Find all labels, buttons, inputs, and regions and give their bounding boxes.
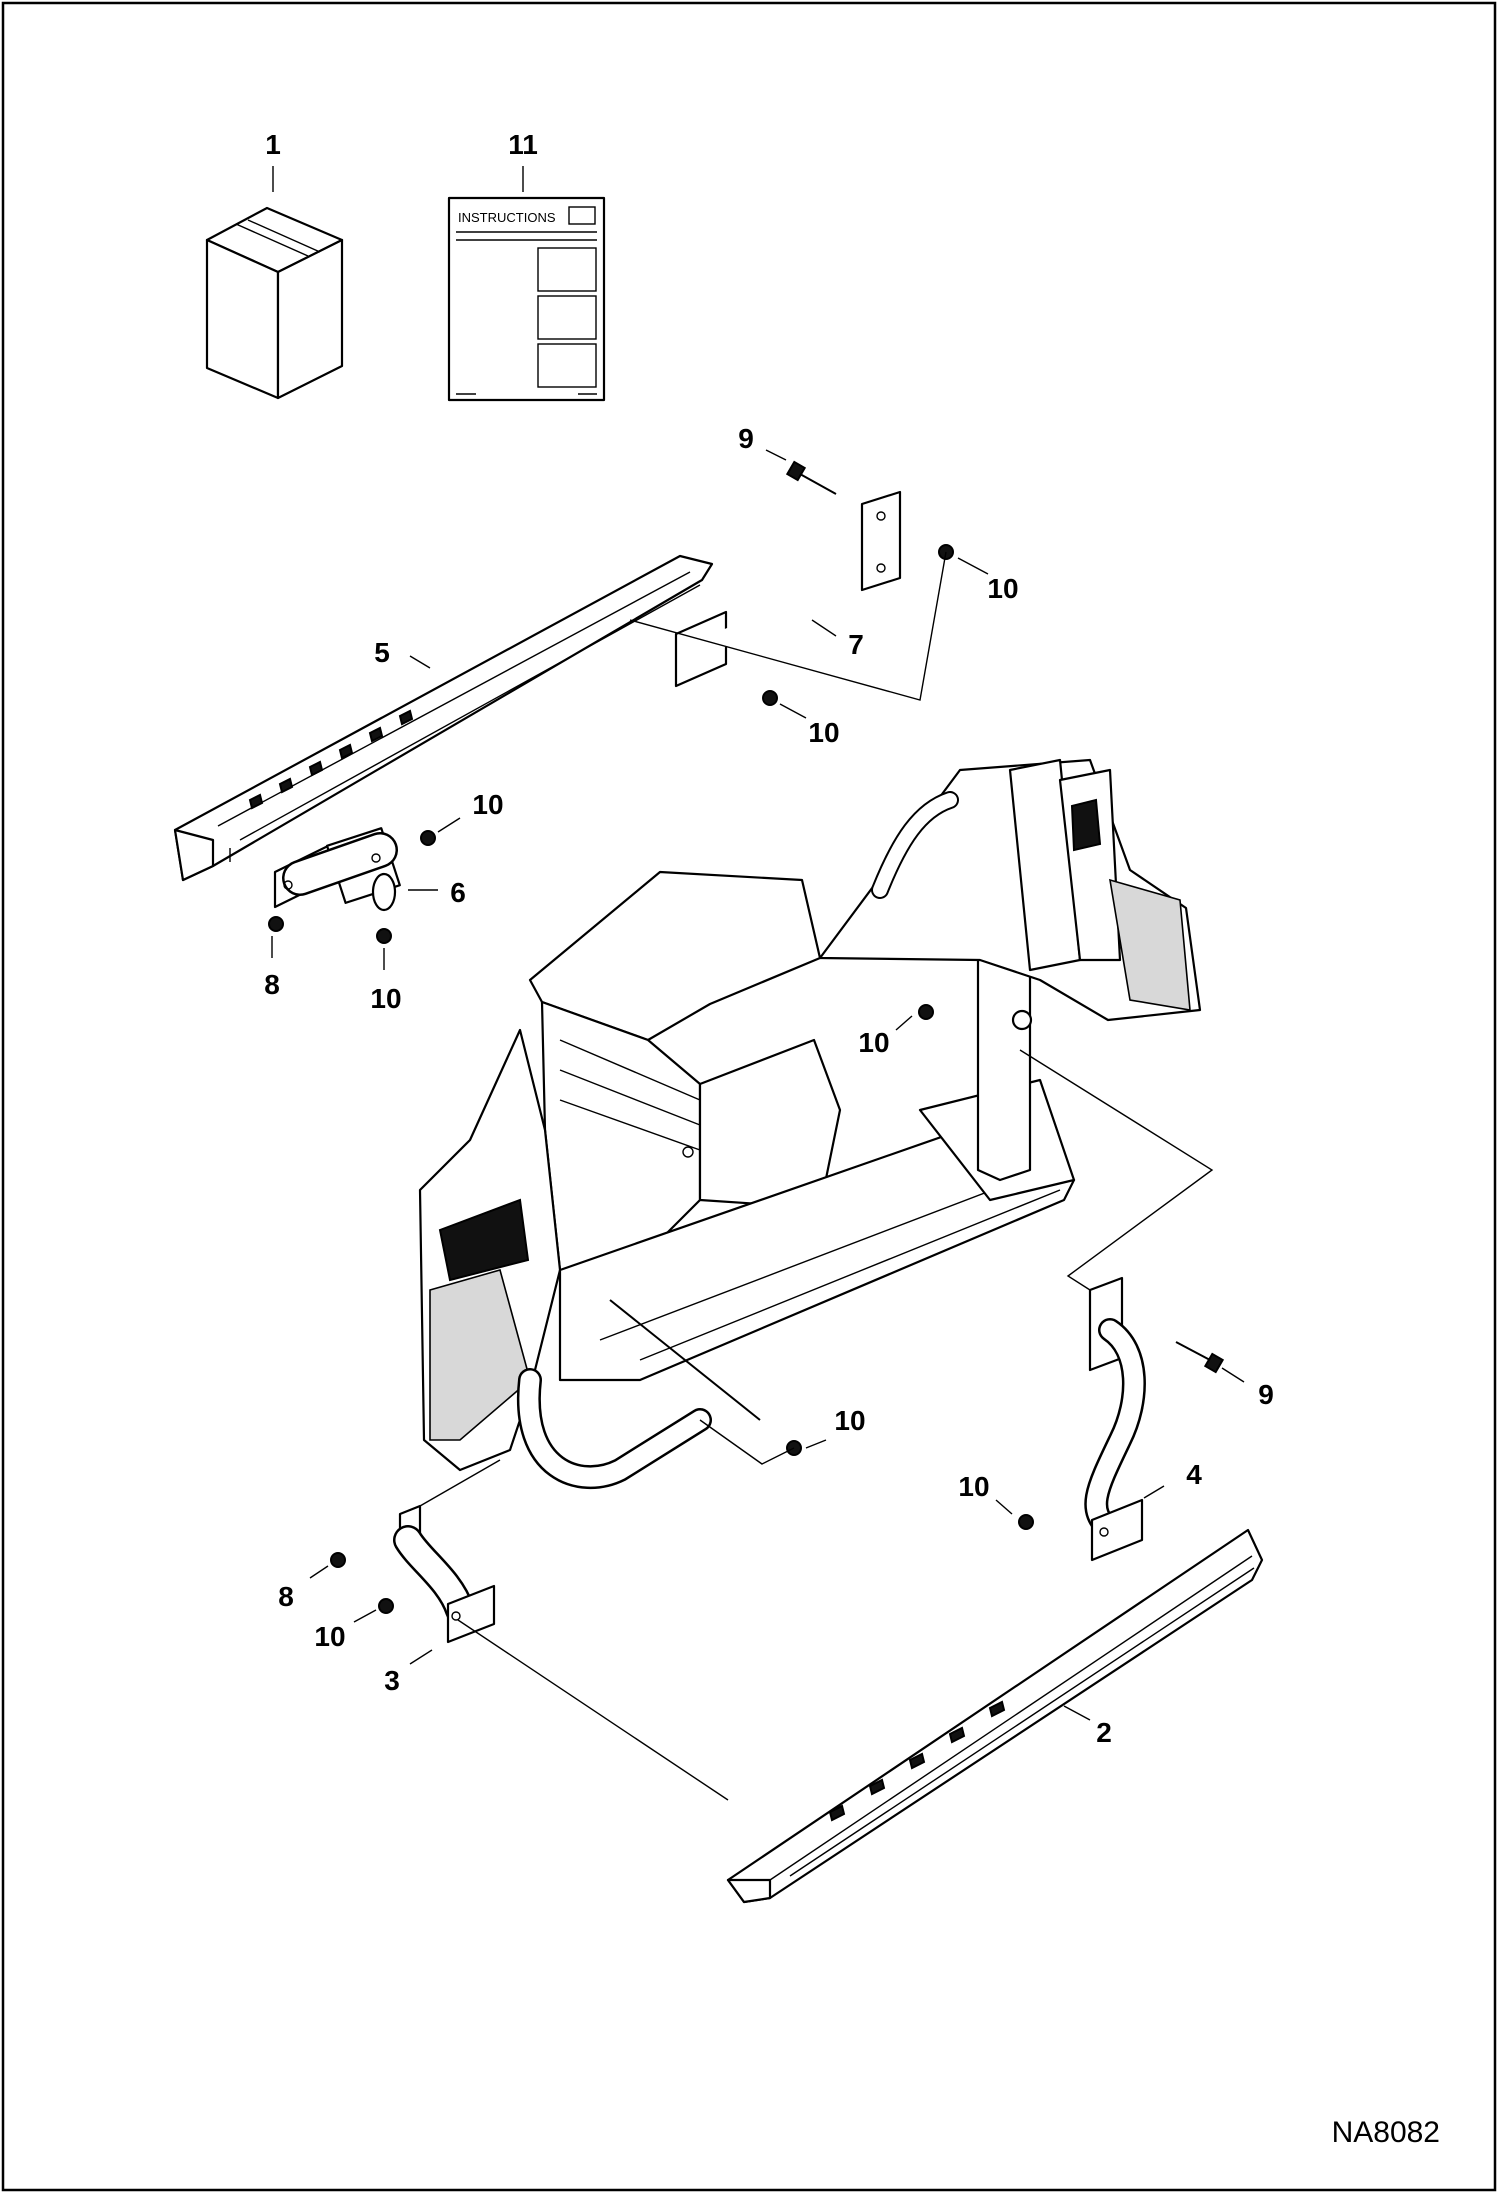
callout-10: 10 [314, 1621, 345, 1652]
hardware [268, 460, 1225, 1614]
callout-9: 9 [1258, 1379, 1274, 1410]
part-1-box [205, 206, 344, 400]
part-10-nut [1018, 1514, 1034, 1530]
callout-2: 2 [1096, 1717, 1112, 1748]
callout-7: 7 [848, 629, 864, 660]
callout-6: 6 [450, 877, 466, 908]
part-4-right-bracket [1084, 1276, 1146, 1562]
instructions-sheet-title: INSTRUCTIONS [458, 210, 556, 225]
callouts: 1 11 9 10 7 5 10 10 6 8 10 10 9 10 4 10 … [264, 129, 1274, 1748]
part-10-nut [376, 928, 392, 944]
part-7-upper-bracket [674, 490, 902, 688]
callout-9: 9 [738, 423, 754, 454]
part-6-lower-bracket [273, 827, 401, 912]
part-9-bolt-upper [785, 460, 837, 495]
callout-5: 5 [374, 637, 390, 668]
part-2-lower-step [726, 1528, 1264, 1904]
part-8-bolt [330, 1552, 346, 1568]
drawing-identifier: NA8082 [1332, 2116, 1440, 2149]
callout-8: 8 [278, 1581, 294, 1612]
part-11-instructions-sheet: INSTRUCTIONS [447, 196, 606, 402]
part-5-upper-step [173, 554, 714, 882]
callout-11: 11 [508, 129, 538, 160]
vehicle-body [418, 758, 1202, 1489]
callout-10: 10 [472, 789, 503, 820]
callout-4: 4 [1186, 1459, 1202, 1490]
part-3-lower-bracket [393, 1504, 496, 1644]
callout-1: 1 [265, 129, 281, 160]
part-10-nut [378, 1598, 394, 1614]
leader-lines [271, 166, 1245, 1801]
callout-10: 10 [834, 1405, 865, 1436]
part-9-bolt-right [1175, 1341, 1225, 1374]
part-10-nut [762, 690, 778, 706]
callout-10: 10 [808, 717, 839, 748]
part-10-nut [918, 1004, 934, 1020]
callout-10: 10 [858, 1027, 889, 1058]
part-8-bolt [268, 916, 284, 932]
callout-3: 3 [384, 1665, 400, 1696]
callout-8: 8 [264, 969, 280, 1000]
callout-10: 10 [958, 1471, 989, 1502]
callout-10: 10 [987, 573, 1018, 604]
part-10-nut [420, 830, 436, 846]
callout-10: 10 [370, 983, 401, 1014]
